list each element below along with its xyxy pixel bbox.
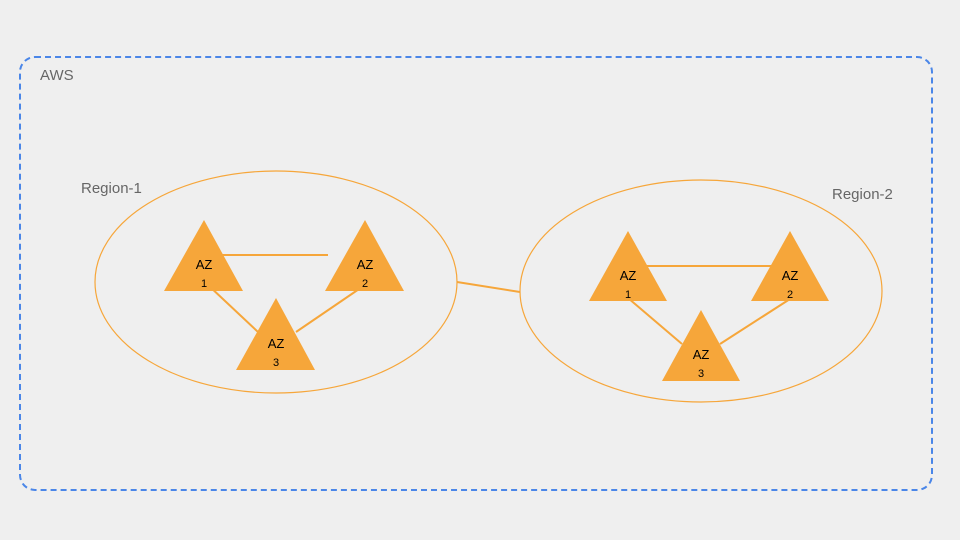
region-1-az-1: AZ 1 bbox=[164, 220, 243, 291]
region-2-link-az2-az3 bbox=[719, 298, 791, 345]
region-2-az-1: AZ 1 bbox=[589, 231, 667, 301]
az-triangle-icon bbox=[589, 231, 667, 301]
az-triangle-icon bbox=[325, 220, 404, 291]
region-2-az-3: AZ 3 bbox=[662, 310, 740, 381]
region-1-label: Region-1 bbox=[81, 180, 142, 197]
az-number: 1 bbox=[625, 289, 631, 301]
inter-region-link bbox=[456, 281, 521, 293]
az-name: AZ bbox=[620, 268, 637, 283]
az-name: AZ bbox=[268, 336, 285, 351]
az-triangle-icon bbox=[751, 231, 829, 301]
region-1-az-3: AZ 3 bbox=[236, 298, 315, 370]
region-1-link-az2-az3 bbox=[295, 286, 363, 333]
az-number: 2 bbox=[787, 289, 793, 301]
az-number: 3 bbox=[698, 368, 704, 380]
region-2-az-2: AZ 2 bbox=[751, 231, 829, 301]
az-name: AZ bbox=[693, 347, 710, 362]
region-2-label: Region-2 bbox=[832, 186, 893, 203]
region-1-az-2: AZ 2 bbox=[325, 220, 404, 291]
az-triangle-icon bbox=[164, 220, 243, 291]
az-triangle-icon bbox=[662, 310, 740, 381]
az-number: 3 bbox=[273, 357, 279, 369]
az-number: 1 bbox=[201, 278, 207, 290]
az-number: 2 bbox=[362, 278, 368, 290]
aws-boundary bbox=[19, 56, 933, 491]
aws-label: AWS bbox=[40, 67, 74, 84]
az-name: AZ bbox=[357, 257, 374, 272]
az-triangle-icon bbox=[236, 298, 315, 370]
az-name: AZ bbox=[196, 257, 213, 272]
region-2-link-az1-az3 bbox=[627, 297, 683, 345]
region-1-link-az1-az3 bbox=[207, 284, 259, 333]
az-name: AZ bbox=[782, 268, 799, 283]
